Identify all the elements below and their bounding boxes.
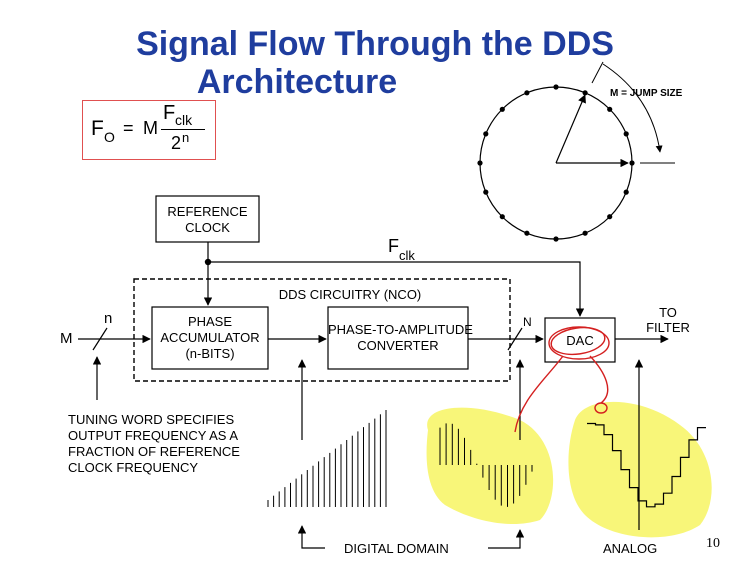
bus-width-N-label: N [523, 315, 532, 329]
phase-wheel-dot [499, 106, 505, 112]
dac-circle-outer [548, 326, 610, 360]
stairstep-sine-waveform [587, 422, 706, 508]
formula-numerator-subscript: clk [175, 112, 193, 128]
reference-clock-label-line2: CLOCK [185, 220, 230, 235]
pen-loop-right [589, 355, 609, 404]
pen-loop-left [514, 355, 564, 433]
dac-label: DAC [566, 333, 594, 348]
phase-wheel-dot [607, 106, 613, 112]
phase-wheel-dot [483, 131, 489, 137]
bus-slash-N [507, 327, 523, 351]
fclk-line [208, 261, 585, 317]
sampled-sine-waveform [439, 423, 533, 507]
tuning-word-note-line3: FRACTION OF REFERENCE [68, 444, 240, 459]
digital-bracket-left [297, 525, 325, 549]
phase-vector-jump [555, 94, 586, 164]
phase-wheel-dot [553, 236, 559, 242]
phase-accumulator-line2: ACCUMULATOR [160, 330, 260, 345]
digital-bracket-right [488, 529, 525, 549]
phase-wheel-dot [477, 160, 483, 166]
analog-label: ANALOG [603, 541, 658, 556]
phase-to-amplitude-line2: CONVERTER [357, 338, 439, 353]
tuning-word-note-line2: OUTPUT FREQUENCY AS A [68, 428, 239, 443]
output-label-line2: FILTER [646, 320, 690, 335]
phase-wheel-dot [623, 189, 629, 195]
dac-circle-inner [550, 326, 606, 356]
dds-circuitry-label: DDS CIRCUITRY (NCO) [278, 287, 422, 302]
phase-wheel-dot [524, 90, 530, 96]
reference-clock-box [155, 195, 260, 243]
phase-wheel-dot [553, 84, 559, 90]
bus-width-n-label: n [104, 310, 113, 327]
wiring [78, 242, 669, 549]
phase-accumulator-line3: (n-BITS) [185, 346, 235, 361]
pen-annotations [514, 326, 610, 433]
tuning-word-note-line4: CLOCK FREQUENCY [68, 460, 199, 475]
phase-to-amplitude-box [327, 306, 469, 370]
clock-junction-dot [204, 258, 212, 266]
reference-clock-label-line1: REFERENCE [167, 204, 248, 219]
phase-ramp-waveform [267, 410, 387, 507]
phase-to-amplitude-line1: PHASE-TO-AMPLITUDE [328, 322, 473, 337]
phase-wheel-dot [483, 189, 489, 195]
formula-m: M [143, 118, 158, 138]
formula-lhs: F [91, 117, 104, 140]
dac-box [544, 317, 616, 363]
phase-wheel-dot [607, 214, 613, 220]
output-label-line1: TO [659, 305, 677, 320]
formula-numerator: F [163, 102, 176, 124]
highlight-right [568, 401, 712, 538]
fclk-subscript: clk [399, 248, 415, 263]
slide-title-line2: Architecture [196, 63, 398, 101]
phase-wheel-dot [524, 230, 530, 236]
jump-size-label: M = JUMP SIZE [610, 88, 683, 99]
slide-title-line1: Signal Flow Through the DDS [136, 25, 614, 63]
fclk-label: F [388, 236, 399, 256]
jump-size-arc [602, 63, 663, 153]
formula-denominator: 2 [171, 133, 182, 153]
output-frequency-formula: F O = M F clk 2 n [82, 100, 216, 160]
dds-circuitry-boundary [133, 278, 511, 382]
digital-domain-label: DIGITAL DOMAIN [344, 541, 449, 556]
phase-accumulator-line1: PHASE [187, 314, 233, 329]
page-number: 10 [706, 536, 720, 551]
formula-lhs-subscript: O [104, 129, 115, 145]
pen-small-circle [594, 402, 608, 414]
phase-wheel-dot [499, 214, 505, 220]
jump-tick [591, 61, 604, 84]
phase-wheel-dot [582, 90, 588, 96]
formula-denominator-exponent: n [182, 130, 190, 145]
m-input-label: M [60, 330, 73, 347]
highlight-left [426, 407, 554, 525]
highlighter-marks [426, 401, 712, 538]
phase-wheel-dot [623, 131, 629, 137]
phase-wheel-dot [582, 230, 588, 236]
formula-equals: = [123, 118, 134, 138]
phase-wheel [477, 61, 675, 242]
tuning-word-note-line1: TUNING WORD SPECIFIES [68, 412, 235, 427]
phase-accumulator-box [151, 306, 269, 370]
bus-slash-n [92, 327, 108, 351]
phase-wheel-dot [629, 160, 635, 166]
formula-fraction-bar [161, 129, 205, 130]
